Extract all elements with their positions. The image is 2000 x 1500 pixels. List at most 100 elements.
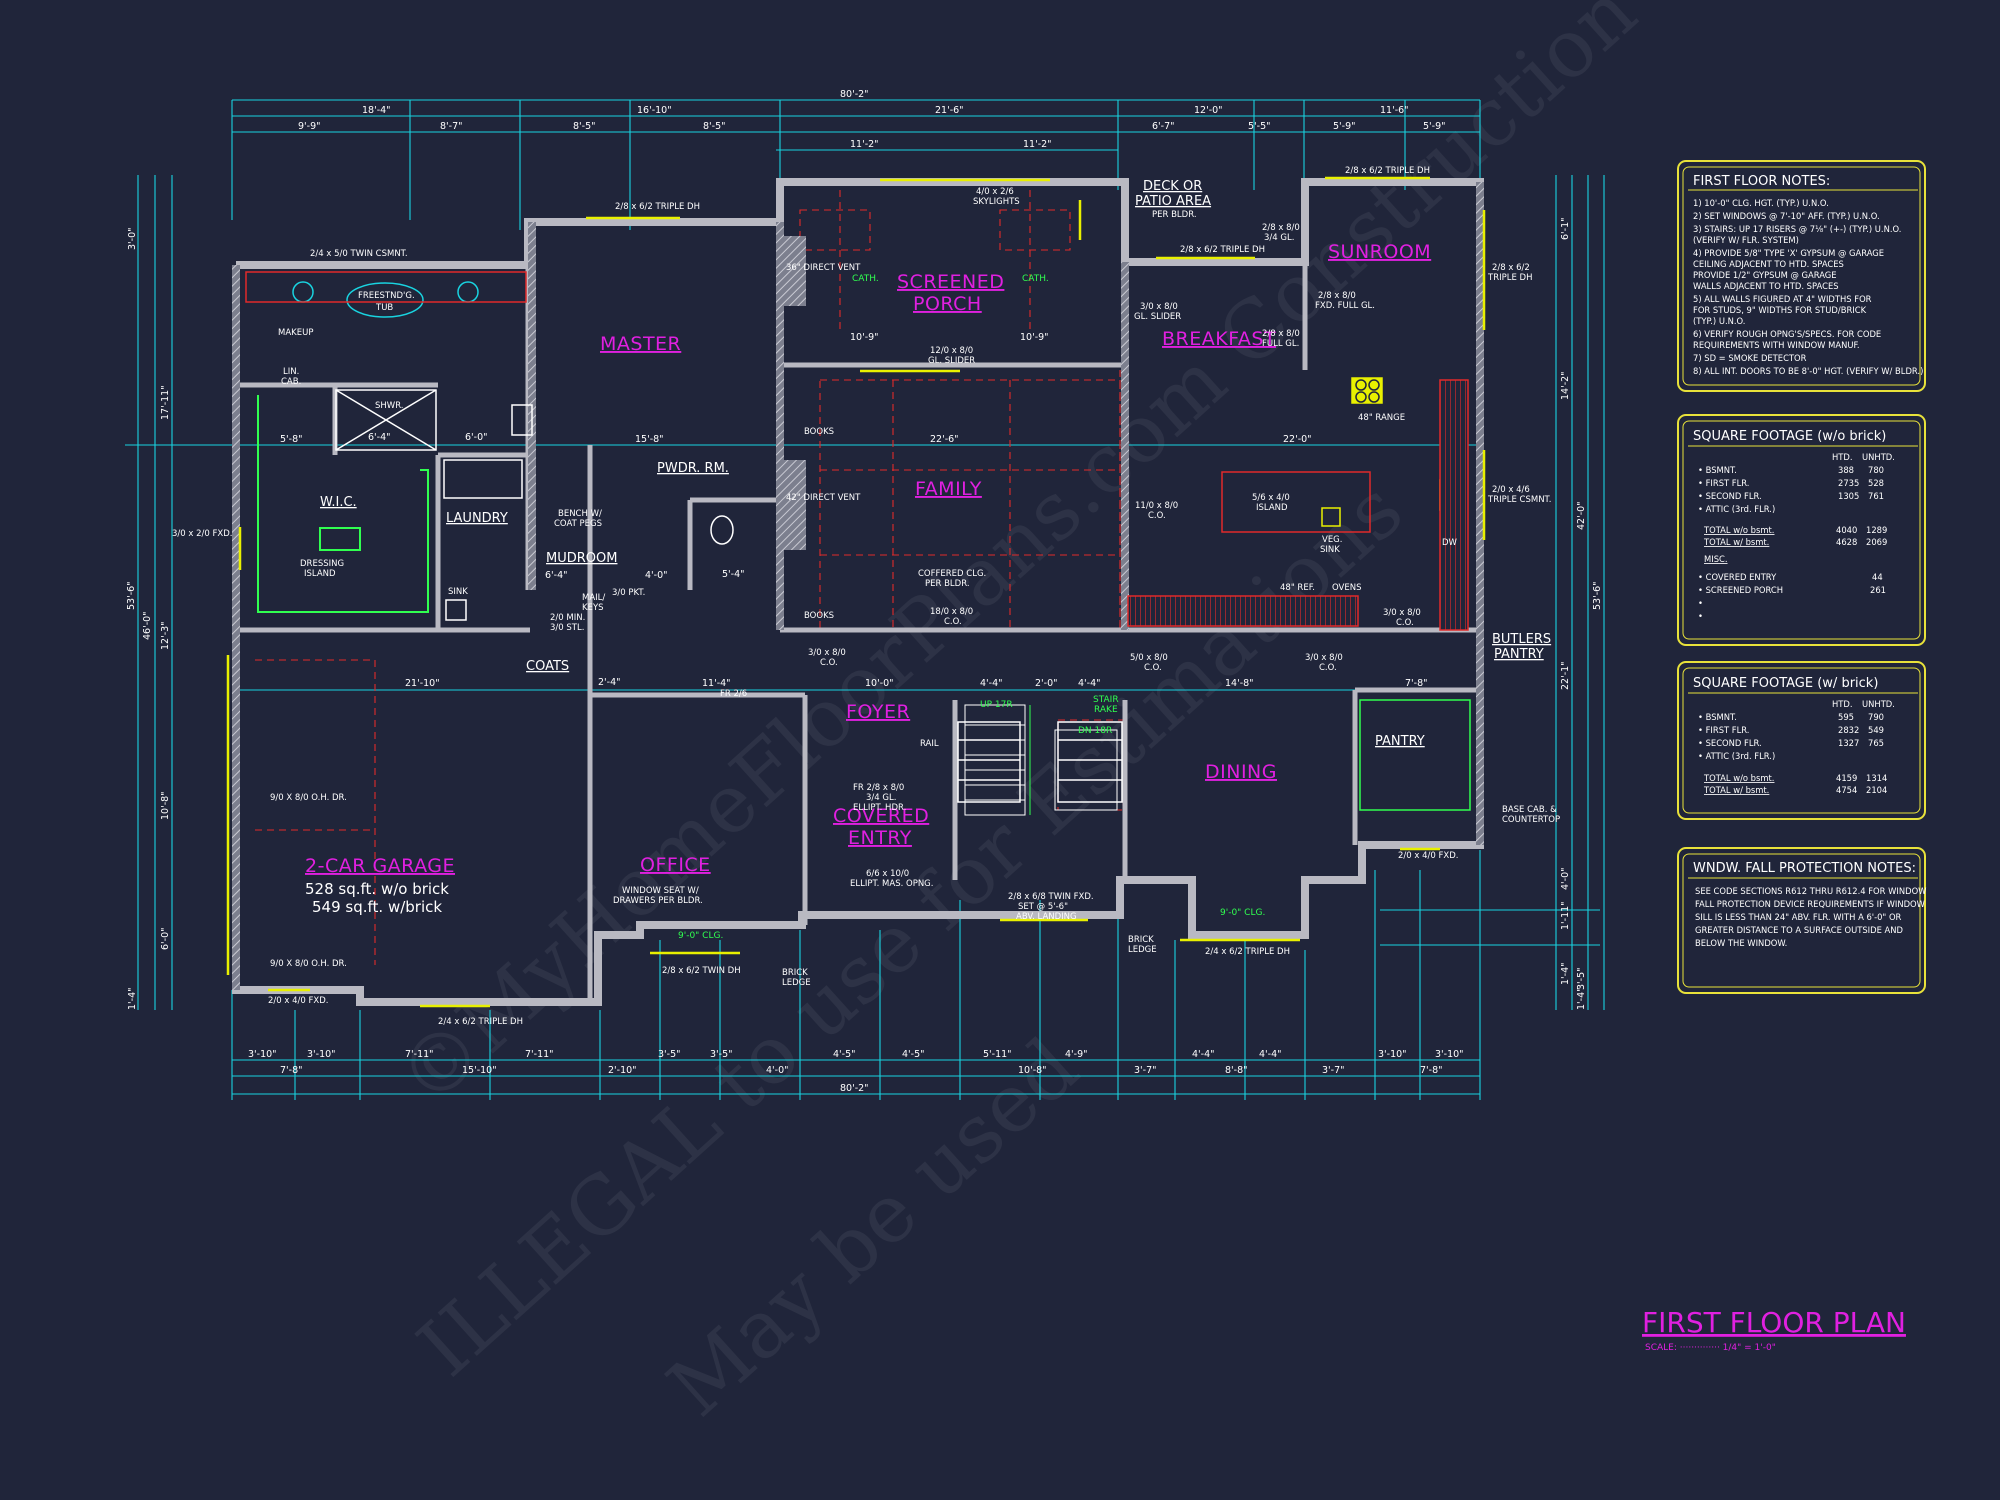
dimension-lines (125, 99, 1605, 1100)
dimensions-bottom-row2-7: 3'-7" (1322, 1065, 1345, 1076)
notes-1-rows-0-1: 388 (1838, 465, 1854, 475)
notes-1-rows-2-2: 761 (1868, 491, 1884, 501)
room-master: MASTER (600, 333, 681, 355)
dimensions-bottom-row1-10: 4'-4" (1192, 1049, 1215, 1060)
labels-up: UP 17R (980, 700, 1013, 710)
dimensions-bottom-total: 80'-2" (840, 1083, 869, 1094)
room-butlers-pantry-2: PANTRY (1494, 647, 1544, 662)
labels-fr-28-1: FR 2/8 x 8/0 (853, 783, 904, 793)
labels-island-1: 5/6 x 4/0 (1252, 493, 1290, 503)
dimensions-top-row1-4: 11'-6" (1380, 105, 1409, 116)
dimensions-interior-19: 10'-9" (1020, 332, 1049, 343)
labels-co-breakfast-2: C.O. (1148, 511, 1166, 521)
dimensions-right-9: 1'-4" (1576, 988, 1587, 1011)
labels-triple-csmt-1: 2/0 x 4/6 (1492, 485, 1530, 495)
dimensions-top-row1-0: 18'-4" (362, 105, 391, 116)
labels-triple-dh-right-1: 2/8 x 6/2 (1492, 263, 1530, 273)
dimensions-bottom-row2-1: 15'-10" (462, 1065, 497, 1076)
room-laundry: LAUNDRY (446, 511, 508, 526)
room-screened-porch-2: PORCH (913, 293, 982, 315)
notes-1-rows-0-2: 780 (1868, 465, 1884, 475)
labels-co-foyer-2: C.O. (820, 658, 838, 668)
notes-2-rows-5-2: 2104 (1866, 785, 1887, 795)
labels-triple-dh-dining: 2/4 x 6/2 TRIPLE DH (1205, 947, 1290, 957)
dimensions-top-row2-1: 8'-7" (440, 121, 463, 132)
labels-ref: 48" REF. (1280, 583, 1315, 593)
dimensions-interior-9: 4'-0" (645, 570, 668, 581)
room-butlers-pantry-1: BUTLERS (1492, 632, 1551, 647)
labels-veg-sink-2: SINK (1320, 545, 1340, 555)
dimensions-left-7: 1'-4" (127, 988, 138, 1011)
labels-oh-dr-1: 9/0 X 8/0 O.H. DR. (270, 793, 347, 803)
room-covered-entry-2: ENTRY (848, 827, 912, 849)
notes-0-lines-5: CEILING ADJACENT TO HTD. SPACES (1693, 259, 1844, 269)
labels-fxd-pantry: 2/0 x 4/0 FXD. (1398, 851, 1458, 861)
labels-co-dining-r-2: C.O. (1319, 663, 1337, 673)
notes-sqft-w-brick-title: SQUARE FOOTAGE (w/ brick) (1693, 676, 1878, 691)
annotations: FREESTND'G. TUB 2/4 x 5/0 TWIN CSMNT. 2/… (172, 166, 1560, 1027)
notes-2-rows-1-2: 549 (1868, 725, 1884, 735)
labels-co-breakfast-1: 11/0 x 8/0 (1135, 501, 1178, 511)
notes-1-rows-4-1: 4040 (1836, 525, 1857, 535)
labels-mail-1: MAIL/ (582, 593, 605, 603)
labels-co-dining-l-1: 5/0 x 8/0 (1130, 653, 1168, 663)
dimensions-interior-2: 22'-6" (930, 434, 959, 445)
windows (226, 176, 1486, 1008)
notes-3-lines-0: SEE CODE SECTIONS R612 THRU R612.4 FOR W… (1695, 886, 1926, 896)
dimensions-top-row1-3: 12'-0" (1194, 105, 1223, 116)
labels-brick-ledge-2: LEDGE (782, 978, 811, 988)
notes-2-rows-2-1: 1327 (1838, 738, 1859, 748)
notes-fall-protection-title: WNDW. FALL PROTECTION NOTES: (1693, 861, 1916, 876)
notes-text: FIRST FLOOR NOTES: 1) 10'-0" CLG. HGT. (… (1688, 174, 1926, 948)
labels-mail-2: KEYS (582, 603, 604, 613)
labels-cath-1: CATH. (852, 274, 879, 284)
fixtures (245, 271, 1471, 811)
dimensions-interior-17: 6'-0" (465, 432, 488, 443)
labels-skylights-2: SKYLIGHTS (973, 197, 1020, 207)
room-mudroom: MUDROOM (546, 551, 617, 566)
labels-window-seat-1: WINDOW SEAT W/ (622, 886, 699, 896)
labels-fxd-full-1: 2/8 x 8/0 (1318, 291, 1356, 301)
labels-bench-2: COAT PEGS (554, 519, 602, 529)
labels-lin-cab-2: CAB. (281, 377, 301, 387)
notes-first-floor-title: FIRST FLOOR NOTES: (1693, 174, 1830, 189)
notes-1-rows-9-0: • (1698, 598, 1703, 608)
labels-veg-sink-1: VEG. (1322, 535, 1342, 545)
dimensions-interior-13: 2'-0" (1035, 678, 1058, 689)
notes-1-rows-2-1: 1305 (1838, 491, 1859, 501)
dimensions-interior-11: 5'-4" (722, 569, 745, 580)
notes-1-rows-2-0: • SECOND FLR. (1698, 491, 1762, 501)
garage-sqft-2: 549 sq.ft. w/brick (312, 898, 442, 916)
notes-1-rows-1-0: • FIRST FLR. (1698, 478, 1749, 488)
dimensions-bottom-row1-8: 5'-11" (983, 1049, 1012, 1060)
notes-0-lines-7: WALLS ADJACENT TO HTD. SPACES (1693, 281, 1839, 291)
dimensions-right-0: 6'-1" (1560, 218, 1571, 241)
labels-makeup: MAKEUP (278, 328, 313, 338)
notes-1-rows-5-1: 4628 (1836, 537, 1857, 547)
dimensions-bottom-row2-5: 3'-7" (1134, 1065, 1157, 1076)
dimensions-bottom-row1-0: 3'-10" (248, 1049, 277, 1060)
dimensions-top-row2-0: 9'-9" (298, 121, 321, 132)
labels-twin-dh-office: 2/8 x 6/2 TWIN DH (662, 966, 741, 976)
room-office: OFFICE (640, 854, 711, 876)
labels-pkt: 3/0 PKT. (612, 588, 645, 598)
dimensions-bottom-row1-5: 3'-5" (710, 1049, 733, 1060)
notes-2-rows-0-1: 595 (1838, 712, 1854, 722)
dimensions-interior-8: 6'-4" (545, 570, 568, 581)
labels-stair-rake-2: RAKE (1094, 705, 1118, 715)
labels-brick-ledge-4: LEDGE (1128, 945, 1157, 955)
labels-dressing-1: DRESSING (300, 559, 344, 569)
labels-twin-fxd-1: 2/8 x 6/8 TWIN FXD. (1008, 892, 1094, 902)
dimensions-right-2: 22'-1" (1560, 661, 1571, 690)
labels-direct-vent-2: 42" DIRECT VENT (786, 493, 861, 503)
notes-3-lines-2: SILL IS LESS THAN 24" ABV. FLR. WITH A 6… (1695, 912, 1902, 922)
dimensions-top-row2-5: 5'-5" (1248, 121, 1271, 132)
notes-1-rows-7-2: 44 (1872, 572, 1883, 582)
labels-fr-28-2: 3/4 GL. (866, 793, 896, 803)
notes-2-rows-4-1: 4159 (1836, 773, 1857, 783)
labels-sink: SINK (448, 587, 468, 597)
dimensions-bottom-row1-6: 4'-5" (833, 1049, 856, 1060)
dimensions-right-7: 42'-0" (1576, 501, 1587, 530)
notes-2-rows-1-0: • FIRST FLR. (1698, 725, 1749, 735)
